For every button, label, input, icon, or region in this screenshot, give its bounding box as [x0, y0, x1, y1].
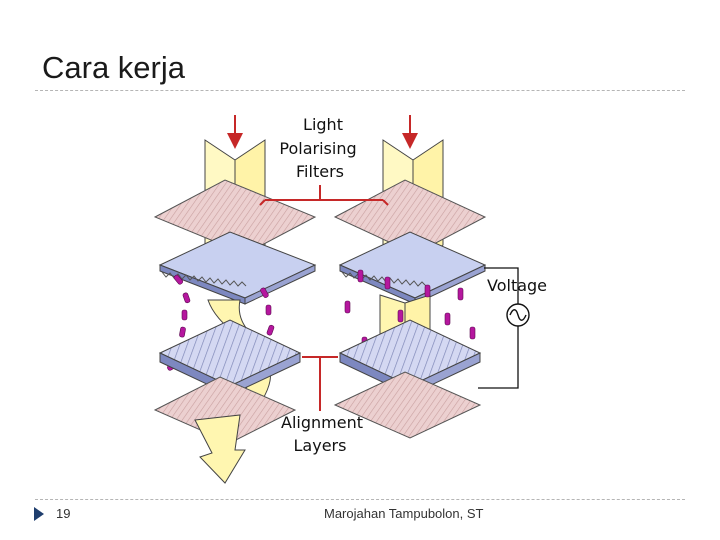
footer-bullet-icon	[34, 507, 44, 521]
page-number: 19	[56, 506, 71, 521]
svg-text:Light: Light	[303, 115, 343, 134]
title-divider	[35, 90, 685, 91]
filters-connector	[259, 185, 389, 206]
footer-divider	[35, 499, 685, 500]
left-bottom-glass	[158, 319, 302, 396]
svg-text:Layers: Layers	[294, 436, 347, 455]
footer-author: Marojahan Tampubolon, ST	[324, 506, 484, 521]
slide-title: Cara kerja	[42, 50, 185, 85]
left-stack	[153, 115, 317, 484]
right-stack	[333, 115, 487, 439]
lcd-diagram: Light Polarising Filters Voltage Alignme…	[153, 115, 547, 484]
alignment-connector	[302, 356, 338, 411]
voltage-source-icon	[506, 303, 530, 327]
alignment-label: Alignment Layers	[281, 413, 363, 455]
svg-text:Filters: Filters	[296, 162, 344, 181]
svg-text:Alignment: Alignment	[281, 413, 363, 432]
voltage-label: Voltage	[487, 276, 547, 295]
voltage-circuit-wires	[478, 267, 519, 389]
svg-text:Voltage: Voltage	[487, 276, 547, 295]
filters-label: Light Polarising Filters	[279, 115, 356, 181]
svg-text:Polarising: Polarising	[279, 139, 356, 158]
left-top-glass	[158, 231, 317, 305]
right-bottom-filter	[333, 371, 482, 439]
left-light-output-arrow	[194, 414, 246, 484]
